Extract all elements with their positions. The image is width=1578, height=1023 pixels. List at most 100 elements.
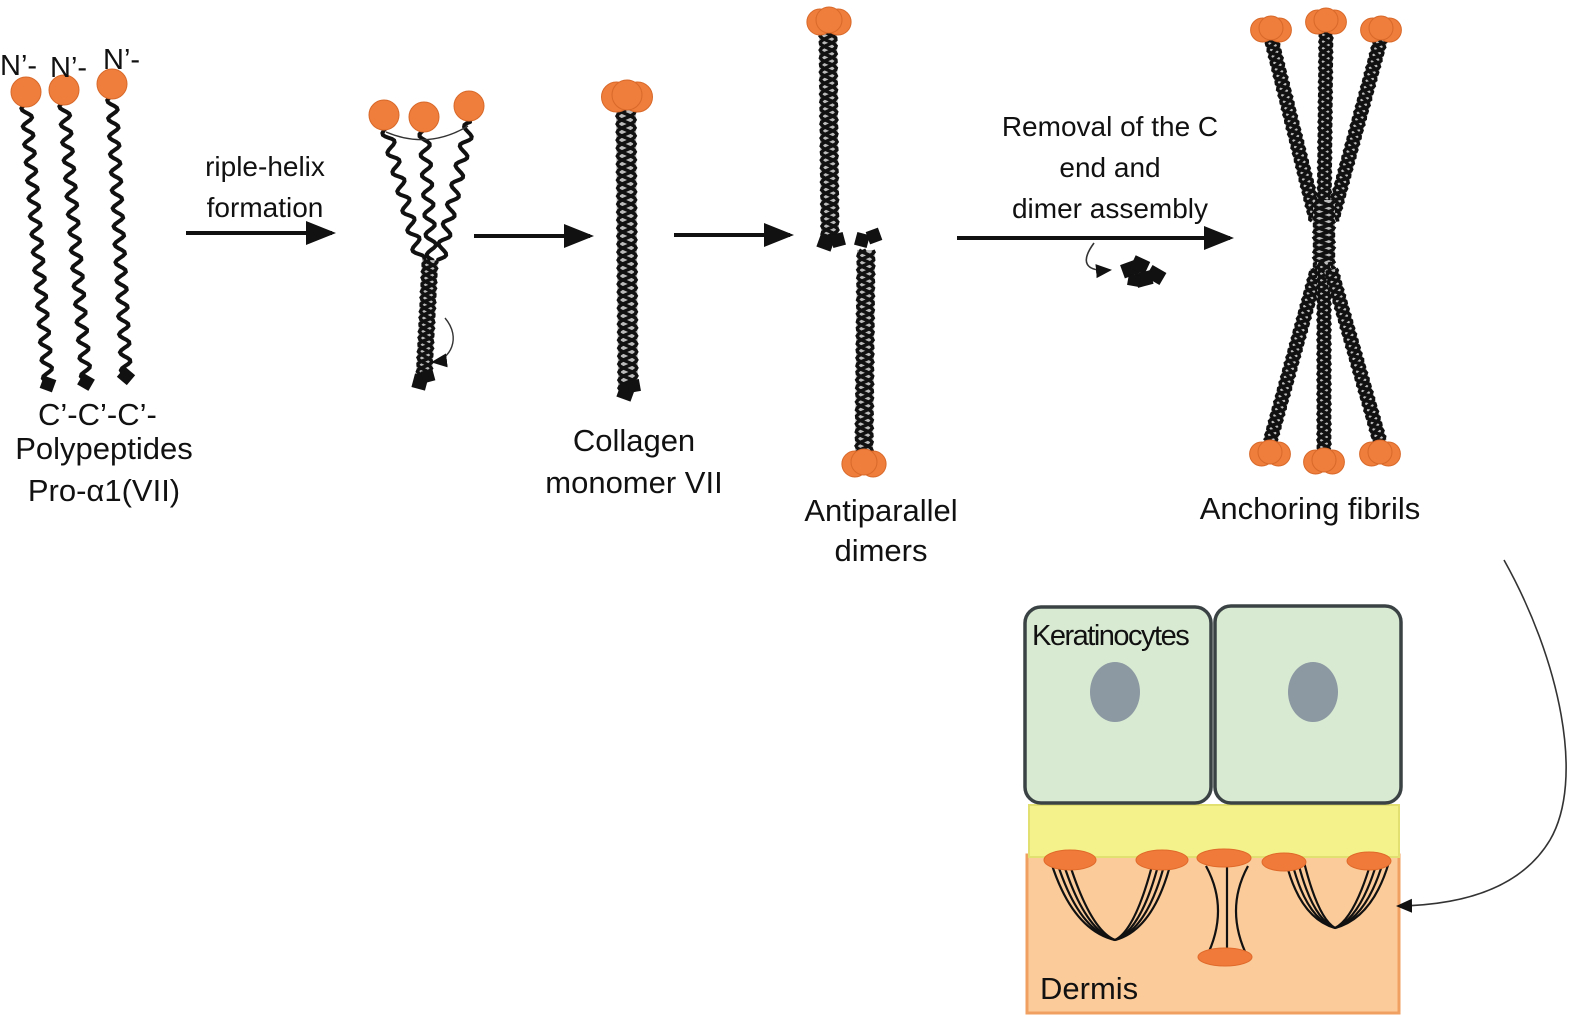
fibril-upper-helix [1325,35,1388,222]
helix-strand [818,28,840,238]
stage-fibrils [1249,7,1402,475]
folding-direction-arrow [431,317,454,368]
helix-strand [415,258,439,379]
helix-strand [1326,267,1385,443]
n-terminal-label-2: N’- [50,52,88,84]
c-terminal-domain [116,366,136,386]
helix-strand [1265,37,1323,221]
globular-domain-cluster [806,6,852,36]
globular-domain-cluster [1249,439,1291,467]
globular-domain-cluster [841,448,887,478]
stage-polypeptides [10,68,136,393]
fibril-strand [1205,865,1220,959]
n-terminal-label-3: N’- [103,44,141,76]
anchoring-fibrils-in-skin [1043,848,1392,967]
c-terminal-domain [865,227,883,245]
anchoring-plaque [1197,947,1253,967]
n-terminal-domain [48,74,80,106]
globular-nc1-domain [408,101,440,133]
helix-strand [1263,267,1323,442]
polypeptides-label: Polypeptides [15,431,193,466]
globular-domain-cluster [1360,15,1402,43]
removal-label-line-3: dimer assembly [1011,193,1209,224]
fibrils-label: Anchoring fibrils [1199,491,1421,526]
c-terminal-domain [420,368,436,384]
helix-strand [1328,39,1388,221]
dimers-label-line-1: Antiparallel [804,493,958,528]
triple-helix-monomer [614,108,640,392]
helix-strand [1325,269,1385,444]
n-terminal-domain [10,76,42,108]
globular-nc1-domain [1258,15,1284,41]
polypeptide-chain [105,94,133,375]
removed-c-terminal-fragments [1120,255,1167,288]
fibril-lower-helix [1324,267,1387,444]
polypeptide-chain [417,128,438,262]
polypeptide-chain [57,100,93,381]
helix-strand [1263,271,1324,445]
arrow-label-line-1: riple-helix [205,151,325,182]
globular-nc1-domain [453,90,485,122]
anchoring-plaque [1196,848,1252,868]
fibril-strand [1334,861,1391,930]
helix-strand [415,259,439,380]
globular-nc1-domain [1311,447,1337,473]
fibril-strand [1302,861,1336,929]
nucleus-1 [1090,662,1140,722]
dimer-upper-helix [818,28,840,238]
n-terminal-domain [96,68,128,100]
fibril-strand [1067,861,1116,942]
removal-label-line-1: Removal of the C [1001,111,1219,142]
c-terminal-label: C’-C’-C’- [38,397,157,432]
monomer-label-line-2: monomer VII [545,465,723,500]
globular-domain-cluster [1303,447,1345,475]
fibril-upper-helix [1316,28,1334,232]
helix-strand [818,29,840,238]
anchoring-plaque [1261,852,1307,872]
polypeptide-chain [19,102,55,383]
globular-nc1-domain [368,99,400,131]
arrow-label-line-2: formation [206,192,324,223]
stage-dimers [806,6,887,478]
globular-nc1-domain [1367,439,1393,465]
helix-strand [854,248,876,458]
n-terminal-label-1: N’- [0,50,38,82]
globular-nc1-domain [1313,7,1339,33]
helix-strand [1266,35,1323,222]
dermis-label: Dermis [1040,971,1139,1006]
globular-domain-cluster [601,79,653,113]
c-terminal-domain [627,379,641,393]
helix-strand [1316,261,1332,452]
globular-domain-cluster [1305,7,1347,35]
cleavage-arrow [1085,242,1112,279]
helix-strand [1316,29,1334,232]
stage-triple-helix [368,90,485,391]
helix-strand [1312,198,1336,282]
monomer-label-line-1: Collagen [572,423,696,458]
keratinocytes-label: Keratinocytes [1032,620,1190,652]
anchoring-plaque [1135,849,1189,871]
fibril-lower-helix [1263,267,1324,445]
dimer-lower-helix [854,248,877,458]
dimers-label-line-2: dimers [834,533,928,568]
removal-label-line-2: end and [1059,152,1161,183]
globular-nc1-domain [1257,439,1283,465]
basement-membrane [1028,804,1400,858]
localization-arrow [1396,559,1567,913]
anchoring-plaque [1043,849,1097,871]
helix-strand [1316,28,1334,232]
stage-monomer [601,79,653,402]
globular-nc1-domain [850,448,878,476]
forming-triple-helix [415,258,439,380]
fibril-upper-helix [1264,35,1323,223]
fibril-strand [1114,861,1173,942]
c-terminal-domain [854,232,870,248]
c-terminal-domain [39,375,57,393]
polypeptide-chain [436,120,474,262]
globular-nc1-domain [1368,15,1394,41]
nucleus-2 [1288,662,1338,722]
disulfide-bond [385,125,469,141]
globular-nc1-domain [815,6,843,34]
polypeptide-chain [380,126,427,261]
